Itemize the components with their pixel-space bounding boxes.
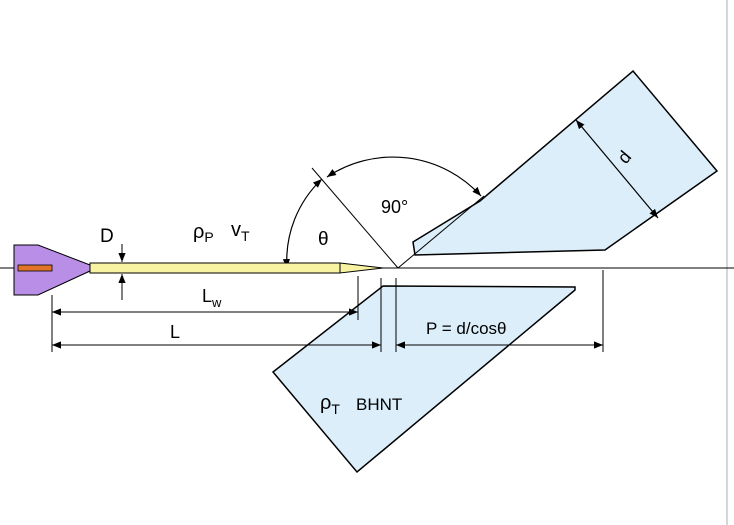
projectile-rod bbox=[89, 262, 341, 274]
plate-normal-line bbox=[311, 167, 399, 269]
projectile-nose bbox=[339, 262, 384, 274]
label-rho-t: ρT bbox=[320, 392, 340, 417]
label-theta: θ bbox=[318, 229, 329, 250]
label-lw: Lw bbox=[202, 286, 222, 310]
label-diameter: D bbox=[100, 226, 114, 247]
label-rho-p: ρP bbox=[193, 221, 214, 245]
label-l: L bbox=[170, 322, 180, 342]
target-plate-lower bbox=[271, 285, 576, 474]
label-p-formula: P = d/cosθ bbox=[426, 319, 507, 338]
ninety-degree-arc bbox=[326, 156, 482, 197]
thickness-dimension bbox=[575, 119, 659, 219]
label-ninety: 90° bbox=[381, 197, 408, 217]
target-plate-upper bbox=[412, 69, 719, 256]
label-bhnt: BHNT bbox=[356, 395, 402, 414]
label-v-t: vT bbox=[231, 219, 250, 244]
projectile-core bbox=[17, 264, 53, 272]
theta-arc bbox=[282, 178, 323, 269]
plate-face-line bbox=[397, 195, 485, 269]
